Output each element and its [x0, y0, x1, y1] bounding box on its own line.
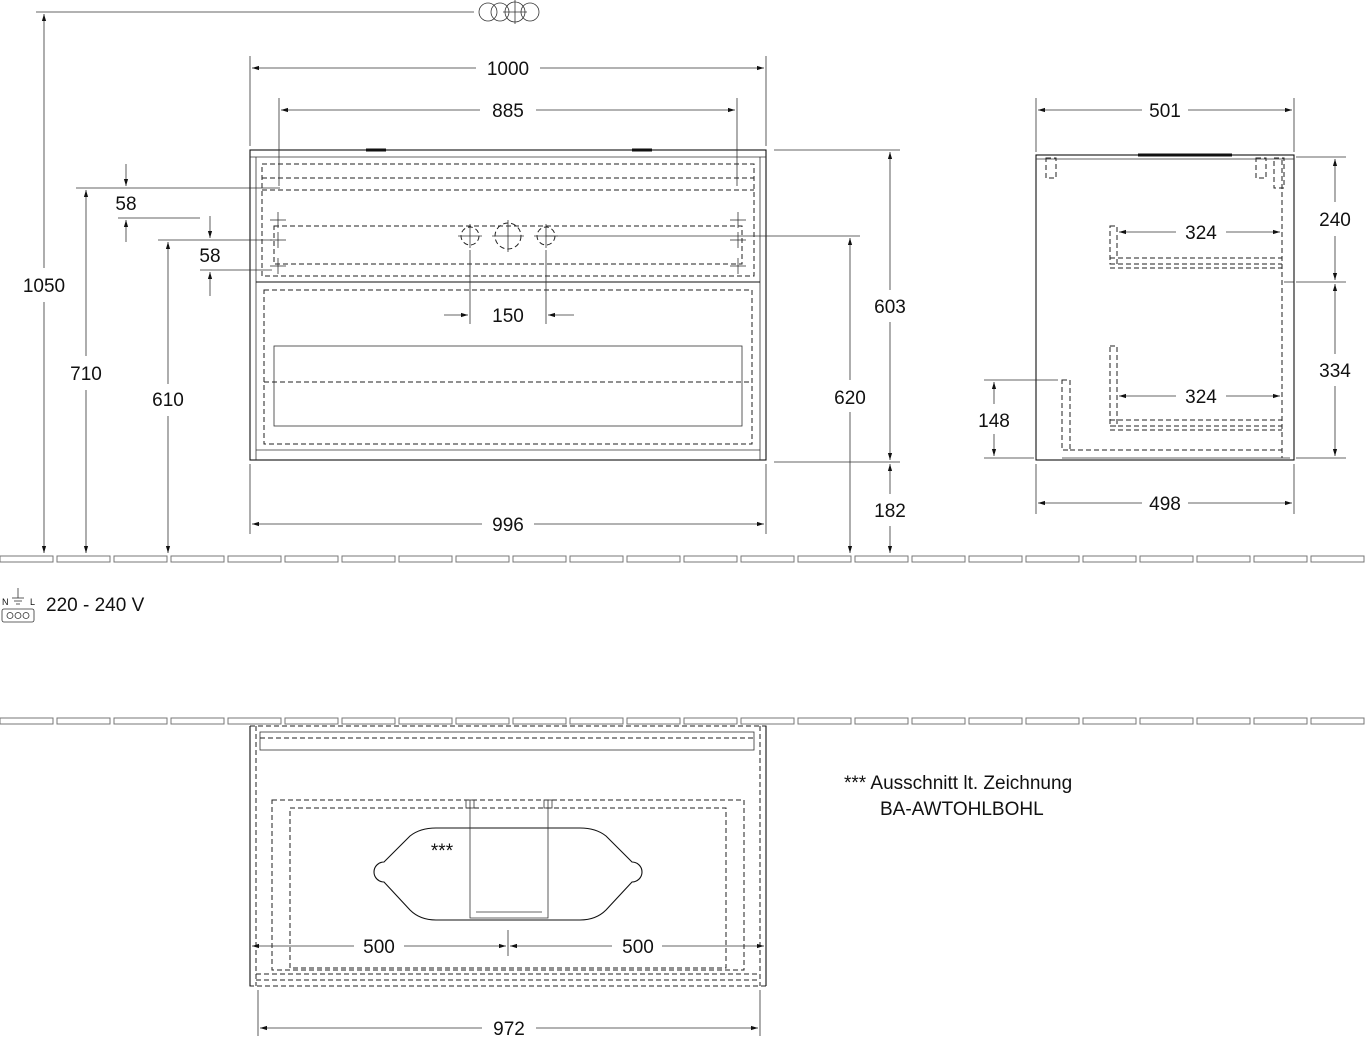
dim-height-240: 240 — [1319, 210, 1351, 231]
dim-height-334: 334 — [1319, 361, 1351, 382]
side-view: 501 498 324 324 240 334 148 — [978, 98, 1351, 515]
cutout-marker: *** — [431, 841, 454, 862]
dim-offset-58-b: 58 — [199, 246, 220, 267]
dim-half-right: 500 — [622, 937, 654, 958]
dim-width-total: 1000 — [487, 59, 529, 80]
top-view: *** 500 500 972 — [249, 725, 767, 1040]
svg-text:N: N — [2, 597, 9, 607]
note-line-1: *** Ausschnitt lt. Zeichnung — [844, 773, 1072, 794]
dim-depth-bottom: 498 — [1149, 494, 1181, 515]
floor-line-lower — [0, 717, 1365, 725]
dim-height-710: 710 — [70, 364, 102, 385]
dim-tap-spacing: 150 — [492, 306, 524, 327]
dim-width-bottom: 996 — [492, 515, 524, 536]
dim-height-610: 610 — [152, 390, 184, 411]
dim-drawer-lower: 324 — [1185, 387, 1217, 408]
svg-text:L: L — [30, 597, 35, 607]
power-voltage-label: 220 - 240 V — [46, 595, 145, 616]
dim-width-inner: 885 — [492, 101, 524, 122]
dim-half-left: 500 — [363, 937, 395, 958]
dim-drawer-upper: 324 — [1185, 223, 1217, 244]
dim-height-148: 148 — [978, 411, 1010, 432]
dim-depth-top: 501 — [1149, 101, 1181, 122]
dim-height-620: 620 — [834, 388, 866, 409]
basin-cutout-outline — [373, 827, 643, 921]
floor-line-upper — [0, 555, 1365, 563]
drain-symbol-icon — [478, 0, 540, 24]
dim-height-603: 603 — [874, 297, 906, 318]
dim-offset-58-a: 58 — [115, 194, 136, 215]
note-line-2: BA-AWTOHLBOHL — [880, 799, 1044, 820]
dim-width-972: 972 — [493, 1019, 525, 1040]
front-view: 1000 885 996 1050 710 — [23, 0, 906, 553]
dim-height-total: 1050 — [23, 276, 65, 297]
tap-hole-left-icon — [458, 224, 482, 248]
power-socket-icon: N L — [1, 588, 35, 623]
tap-hole-center-icon — [492, 220, 524, 252]
dim-height-182: 182 — [874, 501, 906, 522]
